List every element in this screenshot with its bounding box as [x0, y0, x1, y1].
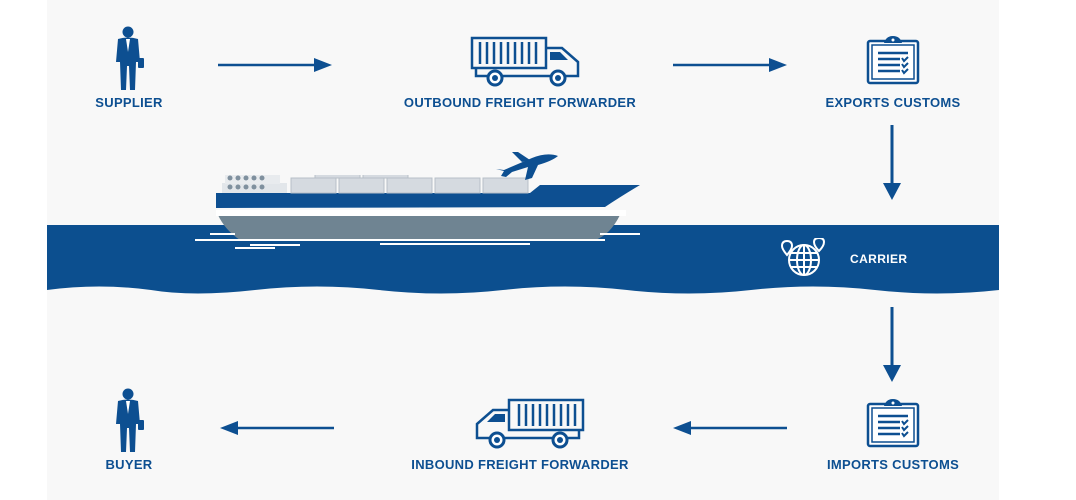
node-label-buyer: BUYER [105, 457, 153, 472]
truck-icon [475, 398, 585, 449]
node-label-supplier: SUPPLIER [95, 95, 163, 110]
water-lines [195, 233, 640, 249]
sea-band [47, 225, 999, 294]
arrow-inbound-to-buyer [220, 421, 334, 435]
globe-pins-icon [780, 238, 826, 276]
arrow-supplier-to-outbound [218, 58, 332, 72]
airplane-icon [496, 152, 558, 180]
businessman-icon [116, 388, 144, 452]
clipboard-checklist-icon [866, 36, 920, 85]
node-label-inbound: INBOUND FREIGHT FORWARDER [411, 457, 629, 472]
clipboard-checklist-icon [866, 399, 920, 448]
arrow-outbound-to-exports [673, 58, 787, 72]
arrow-exports-to-carrier [883, 125, 901, 200]
node-label-carrier: CARRIER [850, 252, 908, 266]
arrow-imports-to-inbound [673, 421, 787, 435]
businessman-icon [116, 26, 144, 90]
truck-icon [470, 36, 580, 87]
container-ship-icon [216, 175, 640, 240]
node-label-exports: EXPORTS CUSTOMS [825, 95, 961, 110]
node-label-outbound: OUTBOUND FREIGHT FORWARDER [403, 95, 637, 110]
node-label-imports: IMPORTS CUSTOMS [826, 457, 960, 472]
arrow-carrier-to-imports [883, 307, 901, 382]
